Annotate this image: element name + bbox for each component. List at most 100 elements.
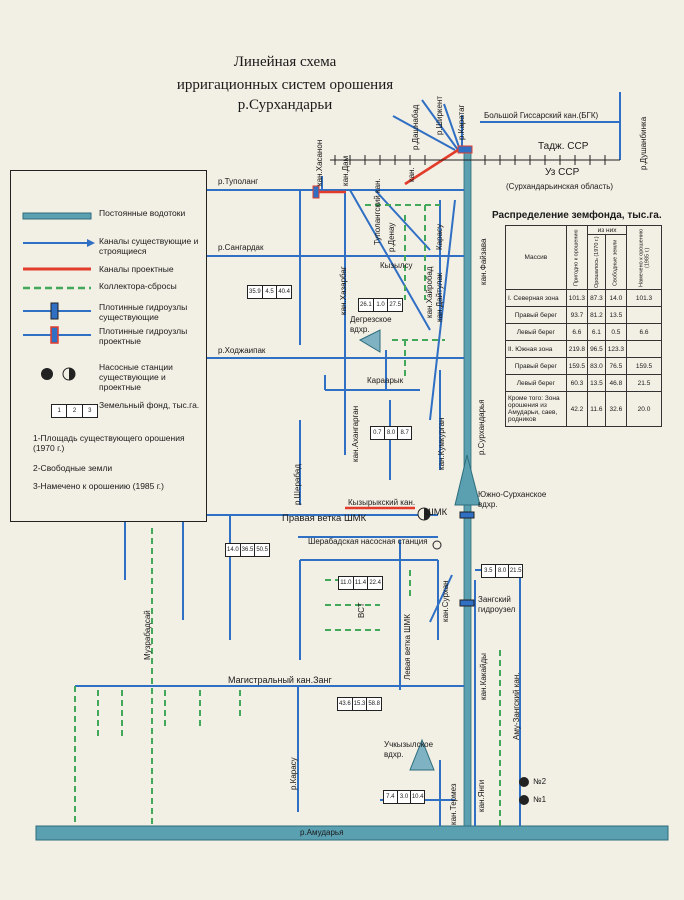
label-sherabad: р.Шерабад xyxy=(293,464,302,505)
label-amudarya: р.Амударья xyxy=(300,828,344,837)
label-pump1: №1 xyxy=(533,795,547,804)
label-south-reservoir: Южно-Сурханское вдхр. xyxy=(478,490,547,509)
label-mag-zang: Магистральный кан.Занг xyxy=(228,675,332,685)
label-dashnabad: р.Дашнабад xyxy=(411,104,420,150)
amudarya-river xyxy=(35,825,669,841)
label-dushanbinka: р.Душанбинка xyxy=(639,116,648,170)
label-kakaidy: кан.Какайды xyxy=(479,653,488,700)
table-row: Кроме того: Зона орошения из Амударьи, с… xyxy=(505,391,662,427)
map-title-line2: ирригационных систем орошения xyxy=(176,77,394,93)
legend-project: Каналы проектные xyxy=(99,264,174,274)
label-daitulak: кан.Дайтулак xyxy=(435,272,444,322)
table-header-row: Массив Пригодно к орошению из них Намече… xyxy=(505,225,662,290)
table-head-col: Свободные земли xyxy=(605,234,627,290)
label-shmk-right: Правая ветка ШМК xyxy=(282,513,367,524)
collector-drains xyxy=(74,204,501,826)
degrez-reservoir xyxy=(358,329,381,353)
south-surkhan-reservoir xyxy=(454,454,481,506)
label-shirkent: р.Ширкент xyxy=(435,95,444,135)
land-distribution-table: Массив Пригодно к орошению из них Намече… xyxy=(505,225,662,427)
legend-canal: Каналы существующие и строящиеся xyxy=(99,236,199,256)
label-kyzylsu: Кызылсу xyxy=(380,261,413,270)
legend-collector: Коллектора-сбросы xyxy=(99,281,177,291)
label-faizava: кан.Файзава xyxy=(479,238,488,286)
label-termez: кан.Термез xyxy=(449,783,458,825)
project-canals xyxy=(316,148,459,510)
pump-stations xyxy=(417,507,529,805)
map-title-line1: Линейная схема xyxy=(233,54,337,70)
label-yangi: кан.Янги xyxy=(477,779,486,812)
legend-panel: Постоянные водотоки Каналы существующие … xyxy=(10,170,207,522)
legend-note1: 1-Площадь существующего орошения (1970 г… xyxy=(33,433,185,454)
label-uz: Уз ССР xyxy=(545,167,580,178)
label-karasu-s: р.Карасу xyxy=(289,757,298,790)
legend-note3: 3-Намечено к орошению (1985 г.) xyxy=(33,481,164,491)
table-title: Распределение земфонда, тыс.га. xyxy=(492,210,662,221)
label-kan-mid: кан. xyxy=(407,167,416,182)
label-bgk: Большой Гиссарский кан.(БГК) xyxy=(484,111,599,120)
legend-dam-project: Плотинные гидроузлы проектные xyxy=(99,326,188,346)
label-khazarbag: кан.Хазарбаг xyxy=(339,266,348,315)
legend-pumps: Насосные станции существующие и проектны… xyxy=(99,362,173,392)
map-title-line3: р.Сурхандарьи xyxy=(237,97,333,113)
label-tadj: Тадж. ССР xyxy=(538,141,589,152)
label-khasanon: кан.Хасанон xyxy=(315,139,324,186)
label-kumkurgan: кан.Кумкурган xyxy=(437,417,446,470)
label-karaaryk: Караарык xyxy=(367,376,404,385)
label-akhangaran: кан.Ахангарган xyxy=(351,405,360,462)
table-head-group: из них xyxy=(587,225,627,235)
canal-network xyxy=(75,92,621,826)
label-khodzhaipak: р.Ходжаипак xyxy=(218,346,266,355)
label-degrez: Дегрезское вдхр. xyxy=(350,315,392,334)
label-kyzyryk: Кызырыкский кан. xyxy=(348,498,416,507)
label-surkhandarya: р.Сурхандарья xyxy=(477,399,486,455)
label-tupolang: р.Туполанг xyxy=(218,177,259,186)
label-sherabad-pump: Шерабадская насосная станция xyxy=(308,537,428,546)
label-denau: р.Денау xyxy=(387,222,396,252)
legend-dam-existing: Плотинные гидроузлы существующие xyxy=(99,302,188,322)
hydro-dams xyxy=(312,145,475,607)
label-amu-zang: Аму-Зангский кан. xyxy=(512,672,521,740)
label-surkhan-kan: кан.Сурхан xyxy=(441,580,450,622)
label-muzrabad: Музрабадсай xyxy=(143,610,152,660)
label-region: (Сурхандарьинская область) xyxy=(506,182,614,191)
label-zang-hydro: Зангский гидроузел xyxy=(478,595,516,614)
table-head-col: Намечено к орошению (1985 г.) xyxy=(626,225,662,290)
legend-swatches xyxy=(22,212,95,381)
label-khairobad: кан.Хайробад xyxy=(425,266,434,318)
legend-note2: 2-Свободные земли xyxy=(33,463,113,473)
label-vst: ВСТ xyxy=(357,602,366,618)
table-head-col: Орошалось (1970 г.) xyxy=(587,234,606,290)
uchkyzyl-reservoir xyxy=(409,738,435,771)
label-karatag: р.Каратаг xyxy=(457,104,466,140)
republic-border xyxy=(330,155,620,165)
label-left-shmk: Левая ветка ШМК xyxy=(403,614,412,680)
label-dam: кан.Дам xyxy=(341,155,350,186)
legend-river: Постоянные водотоки xyxy=(99,208,186,218)
label-tupolang-kan: Туполангский кан. xyxy=(373,178,382,245)
legend-land-fund: Земельный фонд, тыс.га. xyxy=(99,400,200,410)
label-shmk: ШМК xyxy=(425,507,448,518)
label-karasu-n: Карасу xyxy=(435,223,444,250)
table-head-massiv: Массив xyxy=(505,225,567,290)
table-head-col: Пригодно к орошению xyxy=(566,225,588,290)
label-sangardak: р.Сангардак xyxy=(218,243,264,252)
label-uchkyzyl: Учкызылское вдхр. xyxy=(384,740,434,759)
label-pump2: №2 xyxy=(533,777,547,786)
